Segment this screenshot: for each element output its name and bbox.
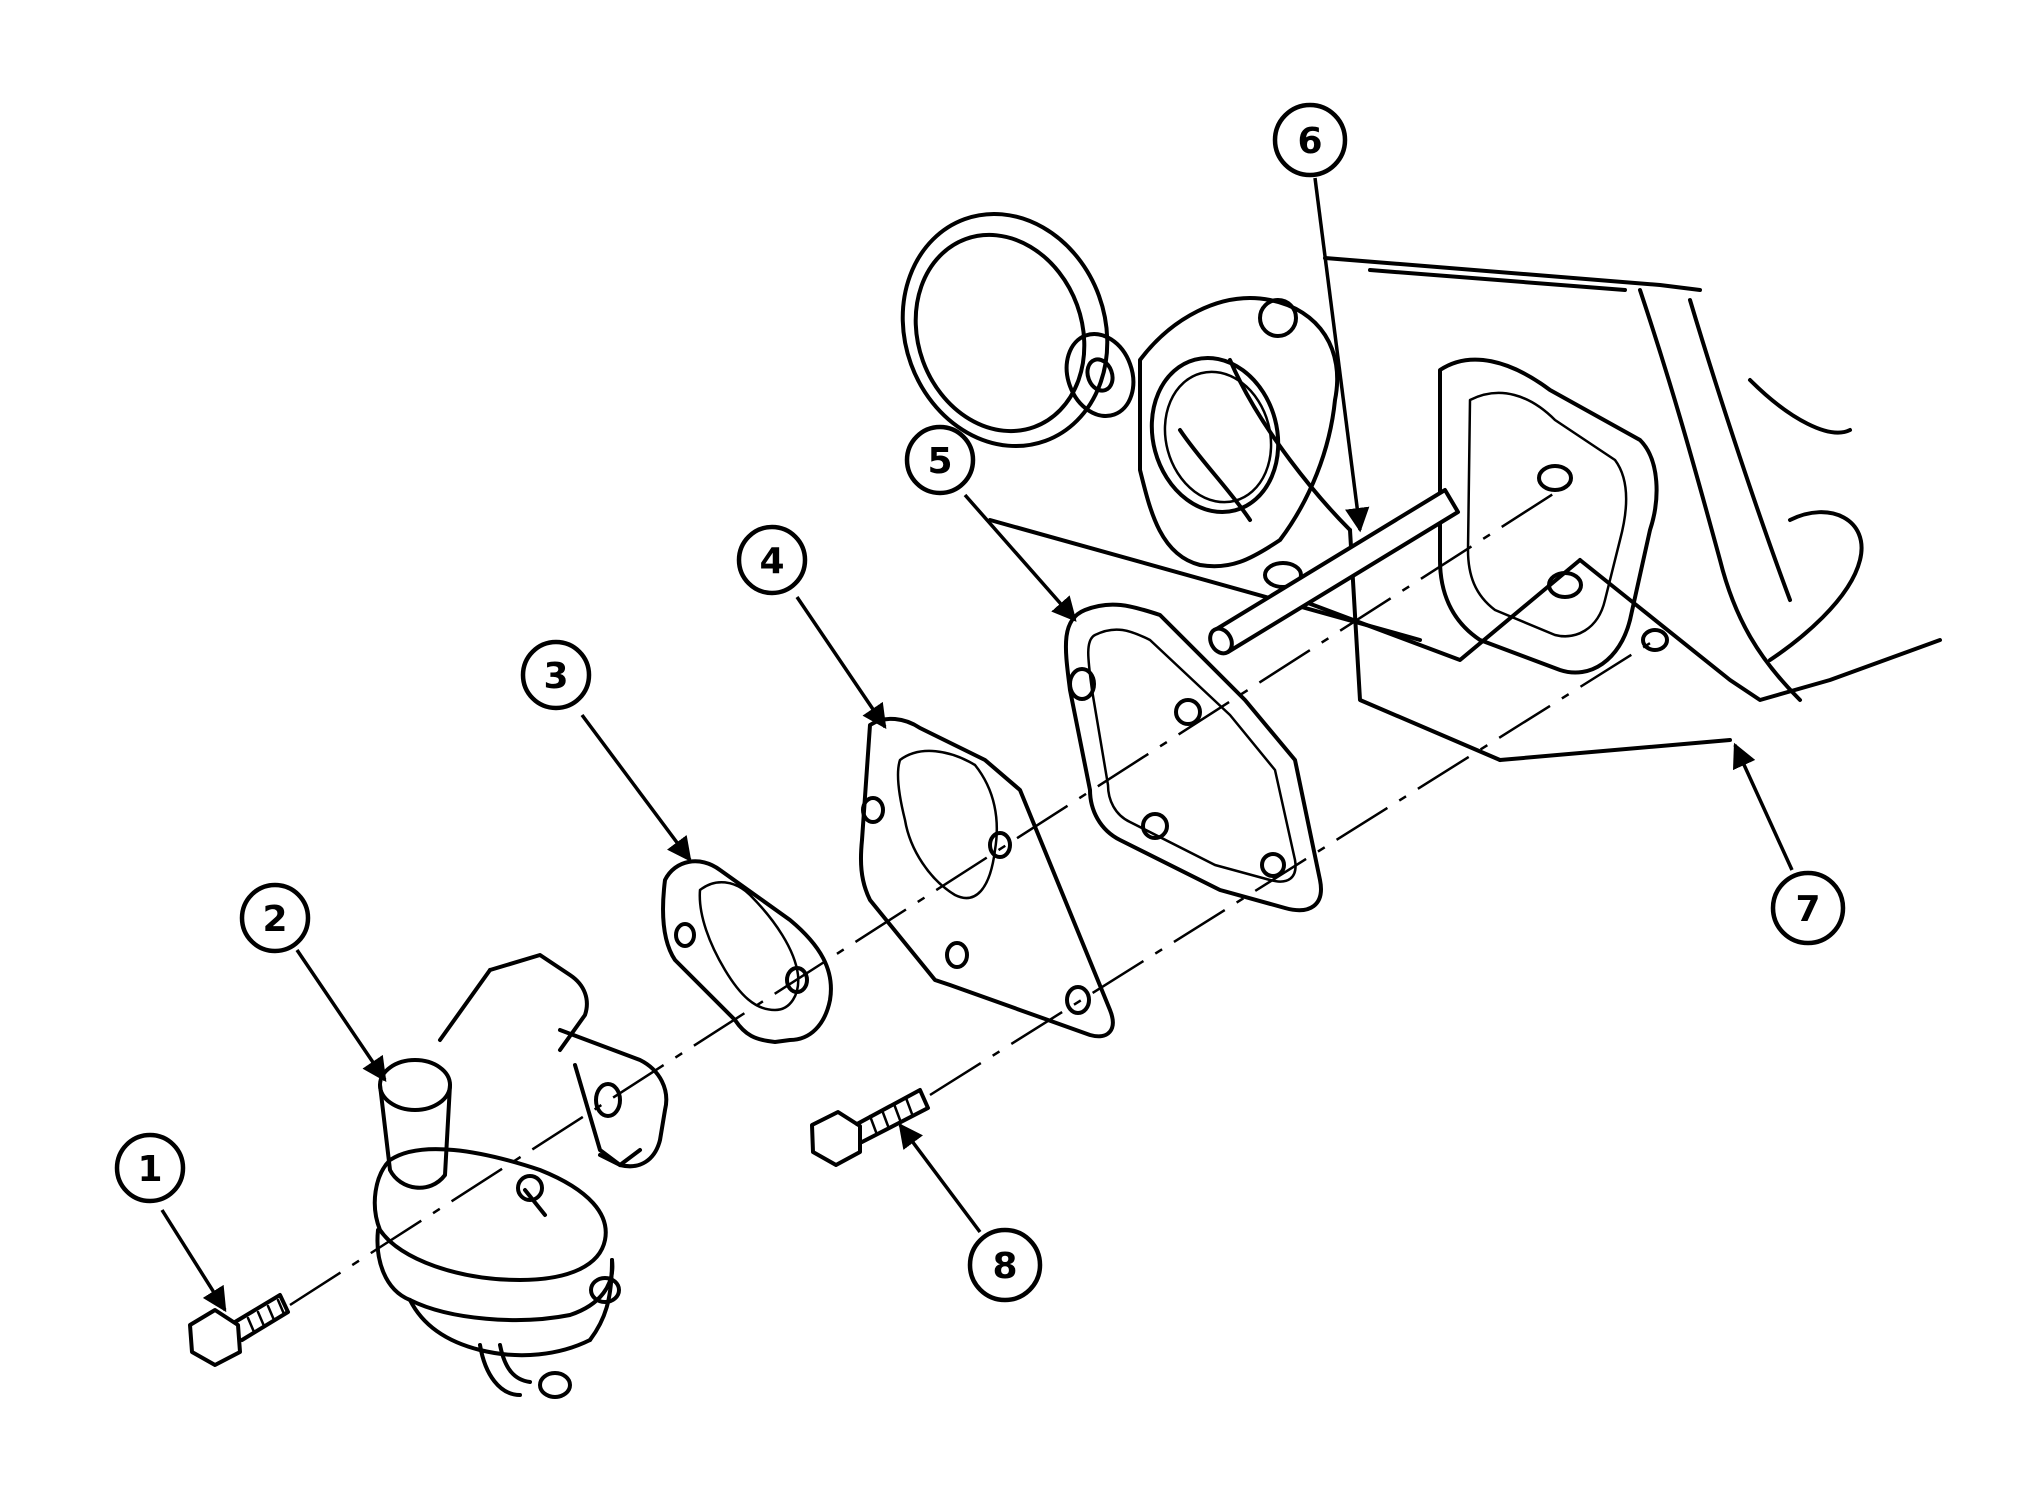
- callout-1: 1: [114, 1132, 186, 1204]
- callout-5-label: 5: [927, 441, 952, 482]
- callout-6-label: 6: [1297, 121, 1322, 162]
- callout-4-label: 4: [759, 541, 784, 582]
- callout-7-label: 7: [1795, 889, 1820, 930]
- callout-2-label: 2: [262, 899, 287, 940]
- callout-8-label: 8: [992, 1246, 1017, 1287]
- callout-1-label: 1: [137, 1149, 162, 1190]
- gasket-5: [1063, 602, 1323, 913]
- center-lines: [289, 476, 1656, 1307]
- leader-lines: [160, 177, 1794, 1313]
- callout-8: 8: [967, 1227, 1043, 1303]
- callout-6: 6: [1272, 102, 1348, 178]
- adapter-plate-4: [859, 716, 1115, 1039]
- callout-3: 3: [520, 639, 592, 711]
- callout-2: 2: [239, 882, 311, 954]
- engine-block: [900, 211, 1942, 762]
- bolt-1: [188, 1293, 290, 1367]
- callout-3-label: 3: [543, 656, 568, 697]
- callout-7: 7: [1770, 870, 1846, 946]
- gasket-3: [661, 859, 833, 1044]
- bolt-8: [810, 1088, 930, 1167]
- pushrod: [1208, 488, 1460, 656]
- callout-5: 5: [904, 424, 976, 496]
- callout-4: 4: [736, 524, 808, 596]
- fuel-pump: [372, 953, 669, 1399]
